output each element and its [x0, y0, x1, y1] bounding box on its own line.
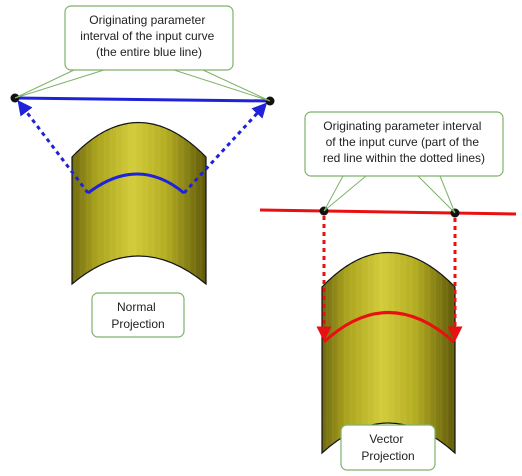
svg-text:Normal Projection: Normal Projection	[111, 300, 164, 331]
vector-projection-group	[259, 206, 517, 455]
normal-label-line-1: Normal	[117, 300, 156, 314]
vector-label-line-1: Vector	[369, 432, 403, 446]
normal-projection-arrow-right	[182, 102, 268, 195]
right-callout-line-1: Originating parameter interval	[323, 119, 481, 133]
svg-text:Originating parameter interval: Originating parameter interval of the in…	[323, 119, 485, 165]
vector-label-line-2: Projection	[361, 449, 414, 463]
right-callout-line-2: of the input curve (part of the	[326, 135, 480, 149]
normal-label-line-2: Projection	[111, 317, 164, 331]
red-projected-curve	[322, 311, 455, 344]
normal-projection-label: Normal Projection	[91, 292, 185, 338]
normal-projection-group	[10, 93, 275, 286]
svg-text:Originating parameter in: Originating parameter interval of the in…	[80, 13, 217, 59]
normal-label-box	[91, 292, 185, 338]
top-callout-line-3: (the entire blue line)	[96, 45, 202, 59]
vector-label-box	[340, 424, 436, 471]
right-callout-box	[304, 111, 504, 177]
vector-projection-label: Vector Projection	[340, 424, 436, 471]
top-callout-line-1: Originating parameter	[89, 13, 205, 27]
top-callout-line-2: interval of the input curve	[80, 29, 214, 43]
blue-input-curve	[14, 96, 271, 103]
top-callout-box	[64, 5, 234, 71]
red-input-curve	[259, 208, 517, 216]
svg-text:Vector Projection: Vector Projection	[361, 432, 414, 463]
right-callout-line-3: red line within the dotted lines)	[323, 151, 485, 165]
right-callout: Originating parameter interval of the in…	[304, 111, 504, 214]
blue-projected-curve	[87, 172, 185, 195]
right-callout-pointer	[323, 175, 456, 214]
top-callout: Originating parameter interval of the in…	[14, 5, 271, 102]
top-callout-pointer	[14, 69, 271, 102]
normal-projection-arrow-left	[17, 100, 90, 194]
